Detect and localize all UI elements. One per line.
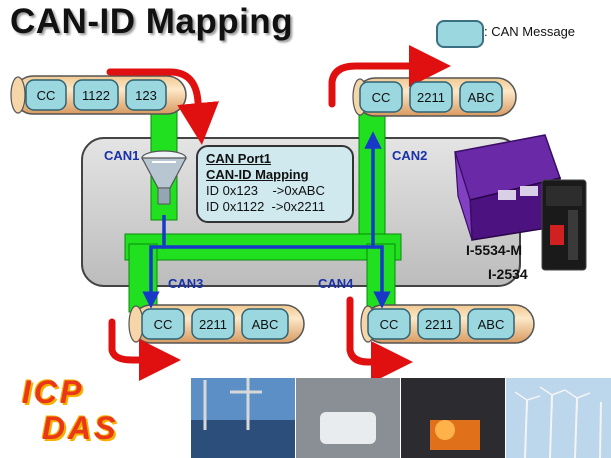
can2-message-box-2 bbox=[459, 81, 503, 113]
product-label-i-5534-m: I-5534-M bbox=[466, 242, 523, 258]
can4-message-text-0: CC bbox=[380, 317, 399, 332]
can4-message-box-1 bbox=[417, 308, 461, 340]
can3-message-text-0: CC bbox=[154, 317, 173, 332]
mapping-rule-1: ID 0x123 ->0xABC bbox=[206, 183, 325, 198]
legend-message-swatch bbox=[436, 20, 484, 48]
mapping-rule-box: CAN Port1 CAN-ID Mapping ID 0x123 ->0xAB… bbox=[196, 145, 354, 223]
input-message-box-2 bbox=[125, 79, 167, 111]
can4-label: CAN4 bbox=[318, 276, 354, 291]
red-flow-arrows bbox=[106, 45, 451, 383]
logo-line-2: DAS bbox=[42, 410, 119, 446]
industry-photo-strip bbox=[191, 378, 611, 458]
mapping-heading: CAN-ID Mapping bbox=[206, 167, 309, 182]
can2-message-text-0: CC bbox=[372, 90, 391, 105]
legend-label: : CAN Message bbox=[484, 24, 576, 39]
can3-message-text-2: ABC bbox=[252, 317, 279, 332]
input-message-box-0 bbox=[25, 79, 67, 111]
input-message-box-1 bbox=[73, 79, 119, 111]
can2-label: CAN2 bbox=[392, 148, 428, 163]
can4-message-box-0 bbox=[367, 308, 411, 340]
can4-message-text-1: 2211 bbox=[425, 317, 453, 332]
can3-label: CAN3 bbox=[168, 276, 204, 291]
filter-funnel-icon bbox=[141, 150, 187, 205]
blue-route-arrows bbox=[142, 131, 391, 309]
i-2534-device-image bbox=[541, 179, 587, 271]
mapping-port-title: CAN Port1 bbox=[206, 151, 272, 166]
can4-message-text-2: ABC bbox=[478, 317, 505, 332]
product-label-i-2534: I-2534 bbox=[488, 266, 528, 282]
input-message-text-2: 123 bbox=[135, 88, 157, 103]
page-title: CAN-ID Mapping bbox=[10, 2, 294, 41]
logo-line-1: ICP bbox=[22, 374, 85, 410]
can1-label: CAN1 bbox=[104, 148, 140, 163]
can2-message-box-0 bbox=[359, 81, 403, 113]
can3-message-text-1: 2211 bbox=[199, 317, 227, 332]
can3-message-box-1 bbox=[191, 308, 235, 340]
i-5534-m-device-image bbox=[454, 134, 561, 241]
mapping-rule-2: ID 0x1122 ->0x2211 bbox=[206, 199, 326, 214]
can2-message-box-1 bbox=[409, 81, 453, 113]
can3-message-box-2 bbox=[241, 308, 289, 340]
can3-message-box-0 bbox=[141, 308, 185, 340]
can2-message-text-1: 2211 bbox=[417, 90, 445, 105]
can4-message-box-2 bbox=[467, 308, 515, 340]
input-message-text-0: CC bbox=[37, 88, 56, 103]
input-message-text-1: 1122 bbox=[82, 88, 110, 103]
can2-message-text-2: ABC bbox=[468, 90, 495, 105]
